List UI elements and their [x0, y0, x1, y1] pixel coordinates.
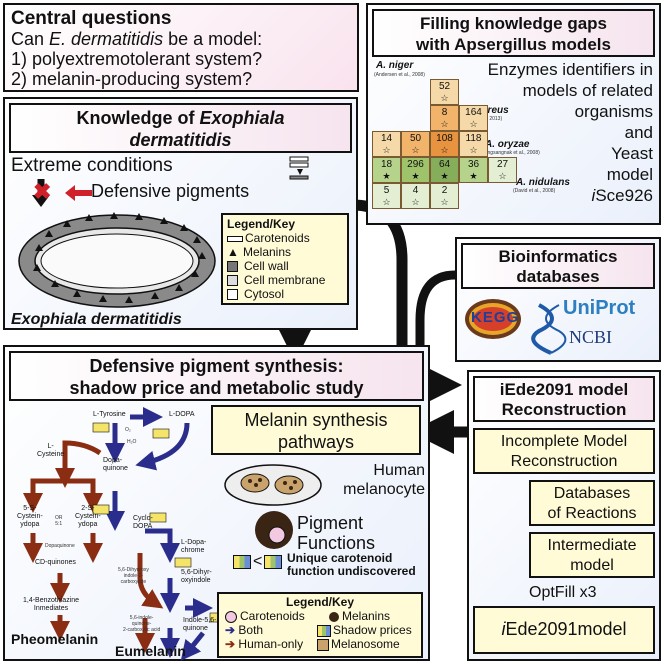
venn-cell: 164☆	[459, 105, 488, 131]
ref-niger: (Andersen et al., 2008)	[374, 72, 425, 78]
label-niger: A. niger	[376, 60, 414, 71]
venn-cell: 18★	[372, 157, 401, 183]
legend-item-carotenoids: Carotenoids	[227, 231, 343, 245]
venn-cell: 4☆	[401, 183, 430, 209]
ncbi-helix-icon	[531, 303, 567, 355]
legend-shadow-prices: Shadow prices	[317, 624, 412, 637]
ncbi-label: NCBI	[569, 327, 613, 347]
synthesis-panel: Defensive pigment synthesis: shadow pric…	[3, 345, 430, 661]
cell-diagram	[18, 212, 216, 308]
uniprot-label: UniProt	[563, 297, 636, 319]
arrow-bioinf-to-reconstruction	[415, 270, 456, 372]
question-2: 2) melanin-producing system?	[11, 69, 253, 89]
legend-item-cytosol: Cytosol	[227, 287, 343, 301]
melanocyte-icon	[224, 464, 322, 506]
metabolite-dhi: 5,6-Dihyr-oxyindole	[181, 569, 212, 584]
optfill-label: OptFill x3	[529, 584, 597, 601]
pigment-icon	[255, 511, 293, 549]
aspergillus-title: Filling knowledge gaps with Apsergillus …	[372, 9, 655, 57]
legend-item-melanins: ▲Melanins	[227, 245, 292, 259]
venn-cell: 118☆	[459, 131, 488, 157]
metabolite-o2: O₂	[125, 427, 131, 433]
knowledge-title: Knowledge of Exophiala dermatitidis	[9, 103, 352, 153]
aspergillus-panel: Filling knowledge gaps with Apsergillus …	[366, 3, 661, 225]
legend-title: Legend/Key	[285, 595, 354, 609]
metabolite-iqca: 5,6-indole-quinone-2-carboxylic acid	[123, 615, 161, 633]
label-oryzae: A. oryzae	[485, 139, 530, 150]
synthesis-title: Defensive pigment synthesis: shadow pric…	[9, 351, 424, 401]
stack-icon	[289, 156, 309, 180]
ref-nidulans: (David et al., 2008)	[513, 188, 556, 194]
venn-cell: 27☆	[488, 157, 517, 183]
question-1: 1) polyextremotolerant system?	[11, 49, 263, 69]
central-questions-line: Can E. dermatitidis be a model:	[11, 29, 263, 49]
knowledge-legend: Legend/Key Carotenoids ▲Melanins Cell wa…	[221, 213, 349, 305]
ref-oryzae: (Vongsangnak et al., 2008)	[480, 150, 540, 156]
species-label: Exophiala dermatitidis	[11, 311, 182, 328]
shadow-compare: <	[233, 553, 284, 571]
metabolite-dopa: L-DOPA	[169, 411, 195, 418]
metabolite-indolequinone: Indole-5,6-quinone	[183, 617, 217, 632]
metabolite-dopaquinone-small: Dopaquinone	[45, 543, 75, 549]
defensive-pigments-label: Defensive pigments	[91, 181, 250, 201]
legend-carotenoids: Carotenoids	[225, 610, 305, 623]
bioinformatics-panel: Bioinformatics databases KEGG UniProt NC…	[455, 237, 661, 362]
eumelanin-label: Eumelanin	[115, 643, 186, 659]
venn-cell: 8☆	[430, 105, 459, 131]
aspergillus-description: Enzymes identifiers in models of related…	[487, 60, 653, 205]
legend-both: ➔ Both	[225, 623, 264, 637]
venn-cell: 36★	[459, 157, 488, 183]
metabolite-tyrosine: L-Tyrosine	[93, 411, 126, 418]
extreme-conditions-label: Extreme conditions	[11, 155, 173, 176]
label-nidulans: A. nidulans	[516, 177, 570, 188]
pheomelanin-label: Pheomelanin	[11, 631, 99, 647]
metabolite-h2o: H₂O	[127, 439, 137, 445]
legend-melanosome: Melanosome	[317, 638, 400, 651]
venn-cell: 296★	[401, 157, 430, 183]
venn-cell: 14☆	[372, 131, 401, 157]
legend-melanins: Melanins	[329, 610, 390, 623]
pathway-diagram	[23, 407, 227, 661]
metabolite-cd-quinones: CD-quinones	[35, 559, 76, 566]
metabolite-dopachrome: L-Dopa-chrome	[181, 539, 207, 554]
metabolite-5s-cysteinyldopa: 5-S-Cystein-ydopa	[17, 505, 43, 528]
venn-grid: 52☆ 8☆ 164☆ 14☆ 50☆ 108☆ 118☆ 18★ 296★ 6…	[372, 79, 522, 219]
central-questions-panel: Central questions Can E. dermatitidis be…	[3, 3, 359, 92]
legend-item-cell-wall: Cell wall	[227, 259, 343, 273]
cross-icon: ✖	[33, 179, 52, 204]
legend-title: Legend/Key	[227, 217, 296, 231]
final-model-box: iEde2091model	[473, 606, 655, 654]
venn-cell: 64★	[430, 157, 459, 183]
metabolite-cyclodopa: Cyclo-DOPA	[133, 515, 153, 530]
knowledge-panel: Knowledge of Exophiala dermatitidis Extr…	[3, 97, 358, 330]
venn-cell: 108☆	[430, 131, 459, 157]
synthesis-legend: Legend/Key Carotenoids Melanins ➔ Both S…	[217, 592, 423, 658]
venn-cell: 2☆	[430, 183, 459, 209]
metabolite-cysteine: L-Cysteine	[37, 443, 65, 458]
venn-cell: 50☆	[401, 131, 430, 157]
metabolite-2s-cysteinyldopa: 2-S-Cystein-ydopa	[75, 505, 101, 528]
reconstruction-panel: iEde2091 model Reconstruction Incomplete…	[467, 370, 661, 661]
metabolite-dopaquinone: Dopa-quinone	[103, 457, 128, 472]
kegg-label: KEGG	[471, 309, 520, 326]
bioinformatics-title: Bioinformatics databases	[461, 243, 655, 289]
reconstruction-title: iEde2091 model Reconstruction	[473, 376, 655, 422]
melanin-pathways-box: Melanin synthesis pathways	[211, 405, 421, 455]
defense-arrows	[32, 179, 92, 207]
central-questions-title: Central questions	[11, 8, 172, 29]
venn-cell: 5☆	[372, 183, 401, 209]
legend-human-only: ➔ Human-only	[225, 637, 304, 651]
legend-item-cell-membrane: Cell membrane	[227, 273, 343, 287]
kegg-logo	[465, 299, 521, 339]
venn-cell: 52☆	[430, 79, 459, 105]
